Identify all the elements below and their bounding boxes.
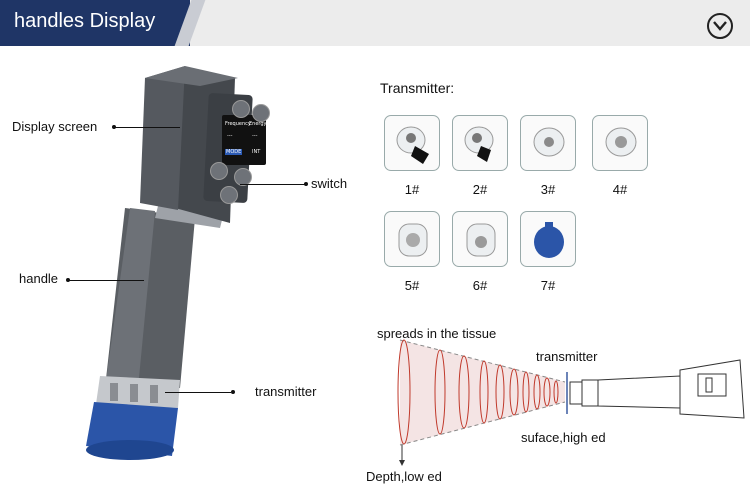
transmitter-5-icon xyxy=(398,223,428,257)
handle-label: handle xyxy=(19,271,59,286)
transmitter-caption-2: 2# xyxy=(472,182,488,197)
depth-label: Depth,low ed xyxy=(366,469,442,484)
transmitter-thumb-7[interactable] xyxy=(520,211,576,267)
transmitter-label: transmitter xyxy=(255,384,317,399)
screen-mode-value: INT xyxy=(252,149,261,155)
spreads-label: spreads in the tissue xyxy=(377,326,497,341)
transmitter-caption-4: 4# xyxy=(612,182,628,197)
transmitter-title: Transmitter: xyxy=(380,80,455,96)
header-tab xyxy=(0,0,190,46)
handle-device-image xyxy=(86,66,253,460)
handle-leader xyxy=(68,280,144,281)
display-screen-label: Display screen xyxy=(12,119,98,134)
transmitter-caption-6: 6# xyxy=(472,278,488,293)
transmitter-caption-7: 7# xyxy=(540,278,556,293)
switch-dot xyxy=(304,182,308,186)
transmitter-thumb-4[interactable] xyxy=(592,115,648,171)
down-button-left[interactable] xyxy=(210,162,228,180)
transmitter-2-icon xyxy=(464,126,494,162)
transmitter-6-icon xyxy=(466,223,496,257)
display-screen-leader xyxy=(114,127,180,128)
transmitter-dot xyxy=(231,390,235,394)
transmitter-caption-1: 1# xyxy=(404,182,420,197)
transmitter-4-icon xyxy=(605,127,637,157)
transmitter-3-icon xyxy=(533,127,565,157)
switch-leader xyxy=(240,184,305,185)
screen-energy-value: --- xyxy=(252,133,258,139)
up-button-right[interactable] xyxy=(252,104,270,122)
play-pause-button[interactable] xyxy=(220,186,238,204)
chevron-down-icon xyxy=(713,21,727,31)
switch-label: switch xyxy=(311,176,348,191)
page-title: handles Display xyxy=(14,10,156,32)
transmitter-thumb-3[interactable] xyxy=(520,115,576,171)
down-button-right[interactable] xyxy=(234,168,252,186)
up-button-left[interactable] xyxy=(232,100,250,118)
handle-screen: Frequency Energy --- --- MODE INT xyxy=(222,115,267,165)
collapse-button[interactable] xyxy=(707,13,733,39)
transmitter-thumb-1[interactable] xyxy=(384,115,440,171)
transmitter-thumb-5[interactable] xyxy=(384,211,440,267)
diagram-transmitter-label: transmitter xyxy=(536,349,598,364)
transmitter-caption-3: 3# xyxy=(540,182,556,197)
shockwave-diagram xyxy=(397,339,745,466)
surface-label: suface,high ed xyxy=(521,430,606,445)
transmitter-leader xyxy=(165,392,231,393)
screen-frequency-value: --- xyxy=(227,133,233,139)
transmitter-7-icon xyxy=(534,222,564,258)
screen-frequency-label: Frequency xyxy=(225,121,251,127)
transmitter-thumb-2[interactable] xyxy=(452,115,508,171)
screen-mode-label: MODE xyxy=(225,149,243,155)
screen-energy-label: Energy xyxy=(249,121,267,127)
transmitter-thumb-6[interactable] xyxy=(452,211,508,267)
transmitter-1-icon xyxy=(396,126,429,164)
transmitter-caption-5: 5# xyxy=(404,278,420,293)
